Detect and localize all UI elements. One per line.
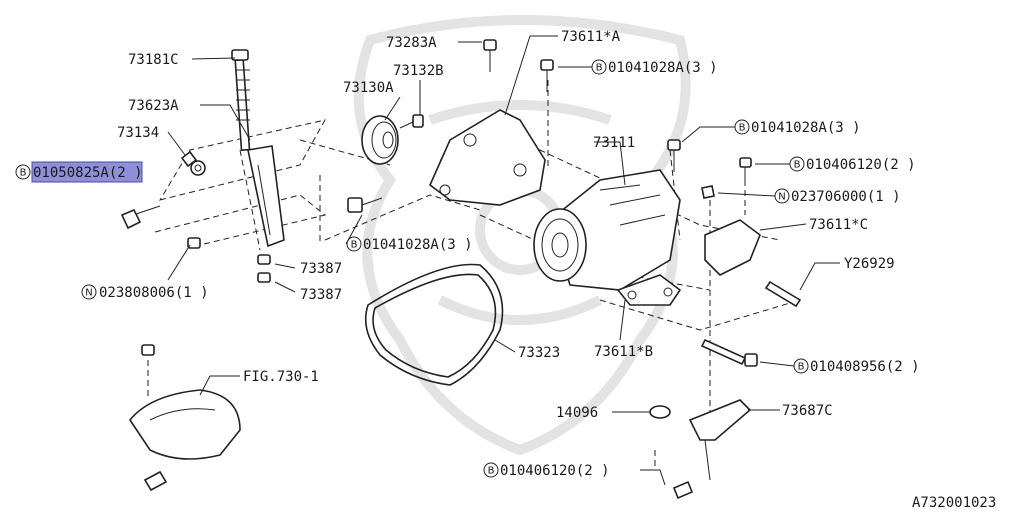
- svg-text:N: N: [778, 192, 785, 203]
- label-73111: 73111: [593, 135, 635, 151]
- svg-text:B: B: [488, 466, 495, 477]
- idler-pulley: [361, 114, 424, 165]
- part-labels: 73181C 73623A 73134 01050825A(2 ) 023808…: [33, 29, 996, 511]
- compressor-bracket-lower: [616, 274, 682, 306]
- circle-b-marker-01041028a-right: B: [734, 119, 750, 135]
- label-73611-b: 73611*B: [594, 344, 653, 360]
- svg-text:B: B: [794, 160, 801, 171]
- assembly-dashed-lines: [147, 80, 801, 470]
- svg-text:B: B: [739, 123, 746, 134]
- long-bolt: [700, 338, 758, 367]
- label-010408956: 010408956(2 ): [810, 359, 920, 375]
- circle-b-marker-01050825a: B: [15, 164, 31, 180]
- belt-cover: [129, 344, 241, 492]
- label-73283a: 73283A: [386, 35, 437, 51]
- circle-n-marker-023808006: N: [81, 284, 97, 300]
- bracket-73687c: [649, 399, 752, 500]
- label-73611-c: 73611*C: [809, 217, 868, 233]
- watermark-emblem: [353, 15, 691, 456]
- label-01041028a-mid: 01041028A(3 ): [363, 237, 473, 253]
- compressor-bracket-right: [701, 157, 802, 308]
- label-010406120-top: 010406120(2 ): [806, 157, 916, 173]
- highlighted-part-box: [31, 161, 143, 183]
- ac-compressor: [533, 139, 681, 291]
- svg-text:B: B: [20, 168, 27, 179]
- label-14096: 14096: [556, 405, 598, 421]
- svg-text:B: B: [596, 63, 603, 74]
- label-73387-upper: 73387: [300, 261, 342, 277]
- circle-b-marker-010408956: B: [793, 358, 809, 374]
- label-73132b: 73132B: [393, 63, 444, 79]
- adjuster-bracket: [120, 49, 285, 283]
- label-73181c: 73181C: [128, 52, 179, 68]
- circle-b-marker-010406120-bottom: B: [483, 462, 499, 478]
- diagram-code: A732001023: [912, 495, 996, 511]
- svg-text:B: B: [798, 362, 805, 373]
- circle-letter-markers: B N B B B N B B: [15, 59, 809, 478]
- label-73387-lower: 73387: [300, 287, 342, 303]
- drive-belt: [364, 263, 504, 386]
- label-fig-730-1: FIG.730-1: [243, 369, 319, 385]
- label-73134: 73134: [117, 125, 159, 141]
- svg-text:N: N: [85, 288, 92, 299]
- label-73687c: 73687C: [782, 403, 833, 419]
- label-01041028a-right: 01041028A(3 ): [751, 120, 861, 136]
- label-01041028a-top: 01041028A(3 ): [608, 60, 718, 76]
- compressor-bracket-upper: [347, 39, 554, 213]
- svg-text:B: B: [351, 240, 358, 251]
- label-73623a: 73623A: [128, 98, 179, 114]
- label-73130a: 73130A: [343, 80, 394, 96]
- circle-b-marker-01041028a-top: B: [591, 59, 607, 75]
- circle-b-marker-010406120-top: B: [789, 156, 805, 172]
- label-023706000: 023706000(1 ): [791, 189, 901, 205]
- circle-n-marker-023706000: N: [774, 188, 790, 204]
- circle-b-marker-01041028a-mid: B: [346, 236, 362, 252]
- label-y26929: Y26929: [844, 256, 895, 272]
- label-73611-a: 73611*A: [561, 29, 621, 45]
- leader-lines: [167, 35, 840, 486]
- label-010406120-bottom: 010406120(2 ): [500, 463, 610, 479]
- label-023808006: 023808006(1 ): [99, 285, 209, 301]
- label-01050825a: 01050825A(2 ): [33, 165, 143, 181]
- label-73323: 73323: [518, 345, 560, 361]
